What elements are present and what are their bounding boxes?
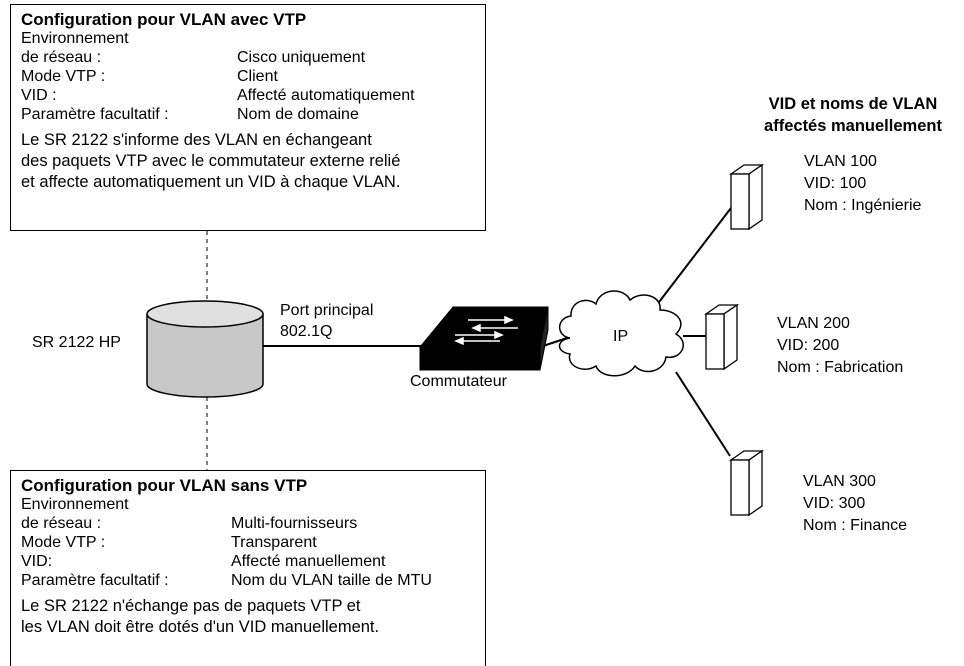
- ip-cloud-icon: [558, 290, 684, 377]
- config-value: Nom de domaine: [237, 106, 359, 123]
- config-key: de réseau :: [21, 515, 102, 532]
- vlan-vid: VID: 100: [804, 175, 867, 192]
- description-line: des paquets VTP avec le commutateur exte…: [21, 152, 401, 170]
- config-key: de réseau :: [21, 49, 102, 66]
- cloud-vlan300-link: [675, 371, 731, 457]
- config-row: de réseau : Multi-fournisseurs: [21, 514, 477, 533]
- vlan300-server-icon: [728, 449, 765, 517]
- config-key: Environnement: [21, 496, 129, 513]
- router-label: SR 2122 HP: [32, 334, 121, 351]
- config-value: Transparent: [231, 534, 317, 551]
- config-key: VID:: [21, 553, 53, 570]
- config-key: VID :: [21, 87, 57, 104]
- no-vtp-config-description: Le SR 2122 n'échange pas de paquets VTP …: [21, 596, 477, 638]
- vtp-config-box: Configuration pour VLAN avec VTP Environ…: [10, 4, 486, 231]
- vlan-heading: VID et noms de VLAN affectés manuellemen…: [744, 93, 962, 137]
- router-icon: [146, 300, 264, 398]
- config-row: Mode VTP : Client: [21, 67, 477, 86]
- config-row: VID: Affecté manuellement: [21, 552, 477, 571]
- vlan-heading-line: affectés manuellement: [764, 117, 942, 135]
- vlan-vid: VID: 200: [777, 337, 840, 354]
- config-value: Client: [237, 68, 278, 85]
- vlan-label: Nom : Fabrication: [777, 359, 904, 376]
- config-row: VID : Affecté automatiquement: [21, 86, 477, 105]
- config-row: Environnement: [21, 495, 477, 514]
- config-row: Paramètre facultatif : Nom de domaine: [21, 105, 477, 124]
- port-label-line: Port principal: [280, 302, 374, 319]
- vlan100-server-icon: [728, 163, 765, 231]
- port-label: Port principal 802.1Q: [280, 300, 373, 342]
- config-key: Paramètre facultatif :: [21, 106, 169, 123]
- vtp-config-title: Configuration pour VLAN avec VTP: [21, 10, 307, 29]
- config-value: Affecté manuellement: [231, 553, 386, 570]
- config-value: Affecté automatiquement: [237, 87, 415, 104]
- vlan-vid: VID: 300: [803, 495, 866, 512]
- config-key: Paramètre facultatif :: [21, 572, 169, 589]
- cloud-label: IP: [613, 328, 629, 345]
- vtp-config-description: Le SR 2122 s'informe des VLAN en échange…: [21, 130, 477, 193]
- cloud-vlan100-link: [655, 207, 732, 307]
- vlan200-server-icon: [703, 303, 740, 371]
- config-key: Mode VTP :: [21, 68, 106, 85]
- config-value: Multi-fournisseurs: [231, 515, 358, 532]
- vlan200-info: VLAN 200 VID: 200 Nom : Fabrication: [777, 313, 903, 379]
- description-line: les VLAN doit être dotés d'un VID manuel…: [21, 618, 380, 636]
- vlan300-info: VLAN 300 VID: 300 Nom : Finance: [803, 471, 907, 537]
- description-line: Le SR 2122 n'échange pas de paquets VTP …: [21, 597, 361, 615]
- vlan100-info: VLAN 100 VID: 100 Nom : Ingénierie: [804, 151, 921, 217]
- port-label-line: 802.1Q: [280, 323, 333, 340]
- config-row: Mode VTP : Transparent: [21, 533, 477, 552]
- no-vtp-config-box: Configuration pour VLAN sans VTP Environ…: [10, 470, 486, 666]
- vlan-label: Nom : Finance: [803, 517, 908, 534]
- vlan-name: VLAN 300: [803, 473, 876, 490]
- config-row: de réseau : Cisco uniquement: [21, 48, 477, 67]
- config-row: Environnement: [21, 29, 477, 48]
- config-key: Environnement: [21, 30, 129, 47]
- vlan-label: Nom : Ingénierie: [804, 197, 922, 214]
- vlan-name: VLAN 200: [777, 315, 850, 332]
- config-value: Cisco uniquement: [237, 49, 366, 66]
- config-key: Mode VTP :: [21, 534, 106, 551]
- description-line: Le SR 2122 s'informe des VLAN en échange…: [21, 131, 372, 149]
- description-line: et affecte automatiquement un VID à chaq…: [21, 173, 401, 191]
- vlan-name: VLAN 100: [804, 153, 877, 170]
- config-row: Paramètre facultatif : Nom du VLAN taille…: [21, 571, 477, 590]
- switch-icon: [418, 306, 549, 371]
- switch-label: Commutateur: [410, 373, 507, 390]
- vlan-heading-line: VID et noms de VLAN: [768, 95, 938, 113]
- no-vtp-config-title: Configuration pour VLAN sans VTP: [21, 476, 308, 495]
- config-value: Nom du VLAN taille de MTU: [231, 572, 432, 589]
